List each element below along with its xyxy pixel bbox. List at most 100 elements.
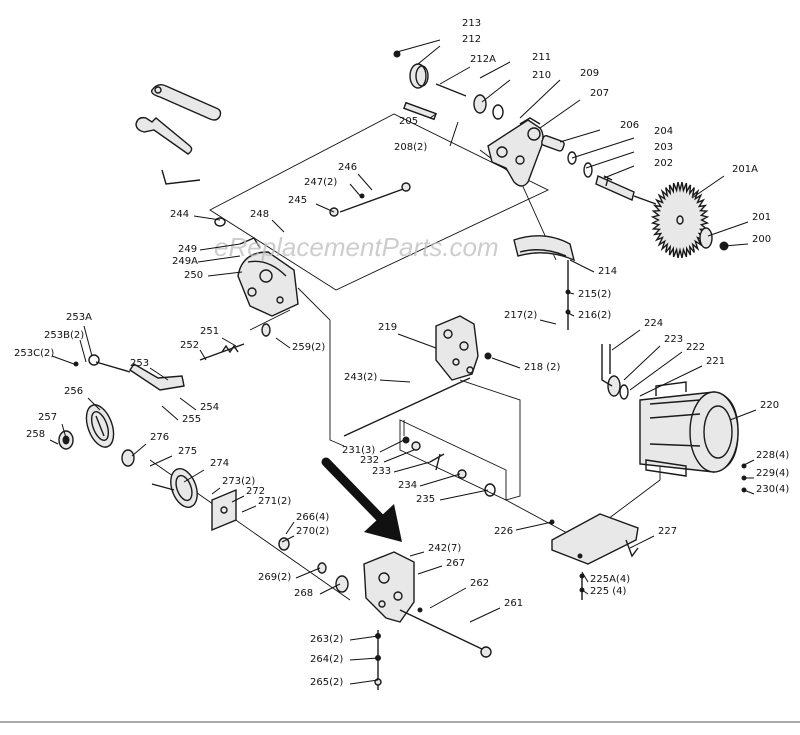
leader-l246 (357, 173, 373, 191)
part-label-l243: 243(2) (344, 372, 377, 383)
leader-l220 (729, 409, 757, 421)
collar-268-icon (335, 575, 349, 593)
bolts-263-265-icon (374, 630, 382, 690)
leader-l206 (559, 129, 601, 143)
pin-205-icon (403, 101, 437, 121)
leader-l242 (409, 551, 425, 557)
arbor-bracket-207-icon (487, 117, 544, 187)
leader-l267 (417, 565, 443, 575)
part-label-l225A: 225A(4) (590, 574, 630, 585)
arbor-shaft-202-icon (567, 151, 657, 205)
part-label-l230: 230(4) (756, 484, 789, 495)
part-label-l205: 205 (399, 116, 418, 127)
leader-l226 (515, 521, 553, 531)
bracket-267-icon (363, 551, 415, 623)
shaft-212A-icon (435, 83, 467, 97)
rod-261-icon (399, 607, 492, 658)
part-label-l212A: 212A (470, 54, 496, 65)
leader-l264 (349, 657, 379, 661)
part-label-l272: 272 (246, 486, 265, 497)
part-label-l234: 234 (398, 480, 417, 491)
part-label-l232: 232 (360, 455, 379, 466)
part-label-l264: 264(2) (310, 654, 343, 665)
part-label-l203: 203 (654, 142, 673, 153)
part-label-l269: 269(2) (258, 572, 291, 583)
part-label-l242: 242(7) (428, 543, 461, 554)
leader-l218 (491, 357, 521, 369)
leader-l250 (207, 271, 243, 277)
part-label-l262: 262 (470, 578, 489, 589)
leader-l270 (281, 535, 295, 543)
leader-l212 (417, 45, 441, 65)
leader-l243 (379, 379, 411, 383)
part-label-l204: 204 (654, 126, 673, 137)
leader-l265 (349, 679, 379, 685)
leader-l253 (149, 367, 169, 381)
leader-l211 (479, 61, 511, 79)
leader-l201A (691, 175, 725, 199)
leader-l256 (87, 397, 101, 411)
part-label-l247: 247(2) (304, 177, 337, 188)
leader-l266 (285, 521, 295, 535)
leader-l230 (743, 489, 755, 495)
leader-lines (49, 39, 757, 685)
trunnion-250-icon (237, 237, 299, 317)
part-label-l271: 271(2) (258, 496, 291, 507)
leader-l269 (295, 567, 321, 579)
saw-blade-icon (650, 181, 710, 259)
leader-l251 (221, 337, 237, 347)
part-label-l268: 268 (294, 588, 313, 599)
saw-blade-arbor-hole (676, 215, 684, 225)
leader-l231 (379, 439, 405, 453)
part-label-l224: 224 (644, 318, 663, 329)
leader-l228 (741, 459, 755, 467)
wrench-278-icon (135, 116, 193, 155)
part-label-l253C: 253C(2) (14, 348, 54, 359)
leader-l235 (439, 489, 489, 501)
part-label-l200: 200 (752, 234, 771, 245)
leader-l274 (183, 469, 205, 483)
leader-l255 (161, 405, 179, 421)
leader-l214 (569, 259, 595, 273)
part-label-l254: 254 (200, 402, 219, 413)
leader-l253B (79, 339, 87, 363)
leader-l272 (231, 495, 245, 503)
leader-l210 (481, 79, 511, 103)
part-label-l265: 265(2) (310, 677, 343, 688)
leader-l213 (396, 39, 441, 53)
part-label-l263: 263(2) (310, 634, 343, 645)
part-label-l213: 213 (462, 18, 481, 29)
leader-l225A (581, 571, 589, 583)
leader-l217 (539, 319, 557, 325)
part-label-l251: 251 (200, 326, 219, 337)
leader-l215 (565, 291, 575, 295)
part-label-l267: 267 (446, 558, 465, 569)
knob-257-icon (58, 430, 74, 450)
part-label-l275: 275 (178, 446, 197, 457)
leader-l200 (723, 243, 749, 247)
leader-l209 (519, 79, 561, 119)
leader-l253A (83, 325, 93, 357)
rod-243-icon (343, 377, 471, 437)
leader-l249A (197, 255, 241, 263)
leader-l208 (449, 121, 459, 147)
leader-l225 (581, 589, 589, 595)
part-label-l233: 233 (372, 466, 391, 477)
part-label-l259: 259(2) (292, 342, 325, 353)
part-label-l219: 219 (378, 322, 397, 333)
pulley-212-icon (393, 50, 429, 89)
part-label-l218: 218 (2) (524, 362, 561, 373)
part-label-l202: 202 (654, 158, 673, 169)
leader-l232 (383, 449, 415, 463)
flange-201-icon (699, 227, 729, 251)
part-label-l217: 217(2) (504, 310, 537, 321)
part-label-l228: 228(4) (756, 450, 789, 461)
leader-l249 (199, 243, 241, 251)
hex-key-277-icon (161, 169, 201, 185)
part-label-l258: 258 (26, 429, 45, 440)
part-label-l253A: 253A (66, 312, 92, 323)
part-label-l215: 215(2) (578, 289, 611, 300)
part-label-l206: 206 (620, 120, 639, 131)
leader-l275 (149, 455, 173, 467)
part-label-l221: 221 (706, 356, 725, 367)
